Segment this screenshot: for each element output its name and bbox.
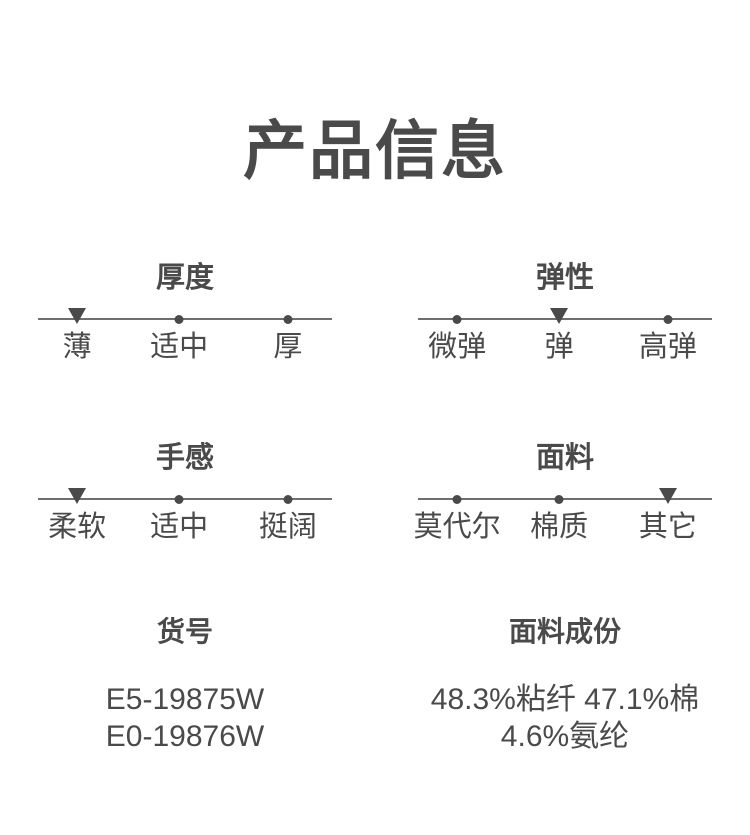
thickness-scale: 厚度 薄 适中 厚: [38, 260, 332, 366]
thickness-scale-title: 厚度: [155, 262, 214, 294]
fabric-scale-track: [418, 488, 712, 508]
scale-marker: [452, 495, 462, 504]
scale-marker: [174, 315, 184, 324]
thickness-scale-labels: 薄 适中 厚: [38, 330, 332, 366]
scale-line: [418, 498, 712, 500]
scale-option-label: 弹: [544, 331, 574, 363]
elasticity-scale: 弹性 微弹 弹 高弹: [418, 260, 712, 366]
scale-option-label: 挺阔: [258, 511, 317, 543]
scale-line: [38, 318, 332, 320]
fabric-composition-block: 面料成份 48.3%粘纤 47.1%棉 4.6%氨纶: [418, 614, 712, 755]
hand-feel-scale: 手感 柔软 适中 挺阔: [38, 440, 332, 546]
fabric-scale: 面料 莫代尔 棉质 其它: [414, 440, 712, 546]
scale-marker: [174, 495, 184, 504]
hand-feel-scale-track: [38, 488, 332, 508]
fabric-composition-values: 48.3%粘纤 47.1%棉 4.6%氨纶: [418, 681, 712, 755]
hand-feel-scale-title: 手感: [155, 442, 214, 474]
scale-marker: [68, 488, 87, 504]
fabric-composition-line: 4.6%氨纶: [500, 720, 630, 753]
elasticity-scale-track: [418, 308, 712, 328]
fabric-composition-line: 48.3%粘纤 47.1%棉: [430, 683, 700, 716]
scale-marker: [663, 315, 673, 324]
scale-option-label: 其它: [638, 511, 697, 543]
scale-marker: [452, 315, 462, 324]
scale-option-label: 莫代尔: [413, 511, 501, 543]
item-number-title: 货号: [156, 616, 213, 647]
scale-option-label: 薄: [62, 331, 92, 363]
page-title: 产品信息: [243, 115, 507, 187]
thickness-scale-track: [38, 308, 332, 328]
scale-option-label: 微弹: [428, 331, 487, 363]
elasticity-scale-labels: 微弹 弹 高弹: [418, 330, 712, 366]
scale-option-label: 厚: [273, 331, 303, 363]
item-number-line: E5-19875W: [105, 683, 265, 716]
scale-line: [38, 498, 332, 500]
elasticity-scale-title: 弹性: [535, 262, 594, 294]
scale-marker: [554, 495, 564, 504]
hand-feel-scale-labels: 柔软 适中 挺阔: [38, 510, 332, 546]
item-number-line: E0-19876W: [105, 720, 265, 753]
scale-option-label: 棉质: [530, 511, 589, 543]
item-number-values: E5-19875W E0-19876W: [38, 681, 332, 755]
scale-marker: [550, 308, 569, 324]
scale-option-label: 适中: [150, 511, 209, 543]
scale-option-label: 柔软: [48, 511, 107, 543]
fabric-scale-title: 面料: [535, 442, 594, 474]
scale-marker: [283, 495, 293, 504]
scale-marker: [658, 488, 677, 504]
fabric-scale-labels: 莫代尔 棉质 其它: [414, 510, 712, 546]
scale-option-label: 高弹: [638, 331, 697, 363]
scale-option-label: 适中: [150, 331, 209, 363]
item-number-block: 货号 E5-19875W E0-19876W: [38, 614, 332, 755]
fabric-composition-title: 面料成份: [508, 616, 621, 647]
scale-marker: [283, 315, 293, 324]
scale-marker: [68, 308, 87, 324]
